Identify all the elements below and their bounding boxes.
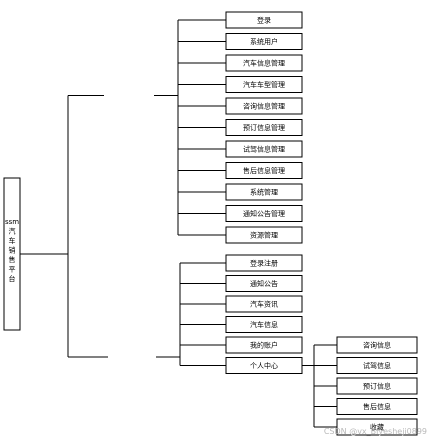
admin-item-9: 通知公告管理 — [225, 205, 303, 222]
personal-center-item-2: 预订信息 — [336, 377, 418, 395]
admin-item-5-label: 预订信息管理 — [243, 123, 285, 132]
user-item-2-box — [225, 295, 303, 313]
admin-item-6-box — [225, 140, 303, 158]
personal-center-item-4: 收藏 — [336, 418, 418, 436]
personal-center-item-3: 售后信息 — [336, 398, 418, 415]
user-item-2-label: 汽车资讯 — [250, 300, 278, 309]
user-item-5-box — [225, 357, 303, 374]
admin-item-7-label: 售后信息管理 — [243, 166, 285, 175]
admin-item-8: 系统管理 — [225, 183, 303, 201]
personal-center-item-2-label: 预订信息 — [363, 382, 391, 391]
admin-item-2-label: 汽车信息管理 — [243, 59, 285, 68]
admin-item-10-label: 资源管理 — [250, 231, 278, 240]
admin-item-5-box — [225, 119, 303, 136]
user-item-4: 我的账户 — [225, 336, 303, 354]
admin-item-10: 资源管理 — [225, 226, 303, 244]
admin-item-3: 汽车车型管理 — [225, 76, 303, 93]
user-item-1-label: 通知公告 — [250, 279, 278, 288]
admin-item-9-box — [225, 205, 303, 222]
user-item-3: 汽车信息 — [225, 316, 303, 333]
user-item-0-box — [225, 254, 303, 272]
user-item-0-label: 登录注册 — [250, 259, 278, 268]
personal-center-item-1-box — [336, 357, 418, 374]
admin-item-4-label: 咨询信息管理 — [243, 102, 285, 111]
connector-lines — [20, 19, 337, 428]
personal-center-item-3-label: 售后信息 — [363, 402, 391, 411]
user-item-2: 汽车资讯 — [225, 295, 303, 313]
personal-center-item-1-label: 试驾信息 — [363, 361, 391, 370]
personal-center-item-0: 咨询信息 — [336, 336, 418, 354]
admin-item-10-box — [225, 226, 303, 244]
user-item-4-box — [225, 336, 303, 354]
personal-center-item-0-box — [336, 336, 418, 354]
personal-center-item-2-box — [336, 377, 418, 395]
admin-item-0-box — [225, 11, 303, 29]
user-item-4-label: 我的账户 — [250, 341, 278, 350]
admin-item-3-label: 汽车车型管理 — [243, 80, 285, 89]
admin-item-4: 咨询信息管理 — [225, 97, 303, 115]
admin-item-1-box — [225, 33, 303, 50]
admin-item-5: 预订信息管理 — [225, 119, 303, 136]
admin-item-1-label: 系统用户 — [250, 37, 278, 46]
admin-item-0-label: 登录 — [257, 16, 271, 25]
admin-item-9-label: 通知公告管理 — [243, 209, 285, 218]
admin-item-8-box — [225, 183, 303, 201]
admin-item-2: 汽车信息管理 — [225, 54, 303, 72]
user-item-1: 通知公告 — [225, 275, 303, 292]
user-item-3-box — [225, 316, 303, 333]
root-node-box — [3, 177, 21, 331]
user-item-1-box — [225, 275, 303, 292]
personal-center-item-4-label: 收藏 — [370, 423, 384, 432]
admin-item-3-box — [225, 76, 303, 93]
admin-item-2-box — [225, 54, 303, 72]
user-item-0: 登录注册 — [225, 254, 303, 272]
personal-center-item-4-box — [336, 418, 418, 436]
personal-center-item-0-label: 咨询信息 — [363, 341, 391, 350]
user-item-5: 个人中心 — [225, 357, 303, 374]
user-item-3-label: 汽车信息 — [250, 320, 278, 329]
personal-center-item-1: 试驾信息 — [336, 357, 418, 374]
admin-item-4-box — [225, 97, 303, 115]
admin-item-6: 试驾信息管理 — [225, 140, 303, 158]
admin-item-7-box — [225, 162, 303, 179]
admin-item-6-label: 试驾信息管理 — [243, 145, 285, 154]
admin-item-8-label: 系统管理 — [250, 188, 278, 197]
personal-center-item-3-box — [336, 398, 418, 415]
admin-item-1: 系统用户 — [225, 33, 303, 50]
admin-item-0: 登录 — [225, 11, 303, 29]
admin-item-7: 售后信息管理 — [225, 162, 303, 179]
user-item-5-label: 个人中心 — [250, 361, 278, 370]
